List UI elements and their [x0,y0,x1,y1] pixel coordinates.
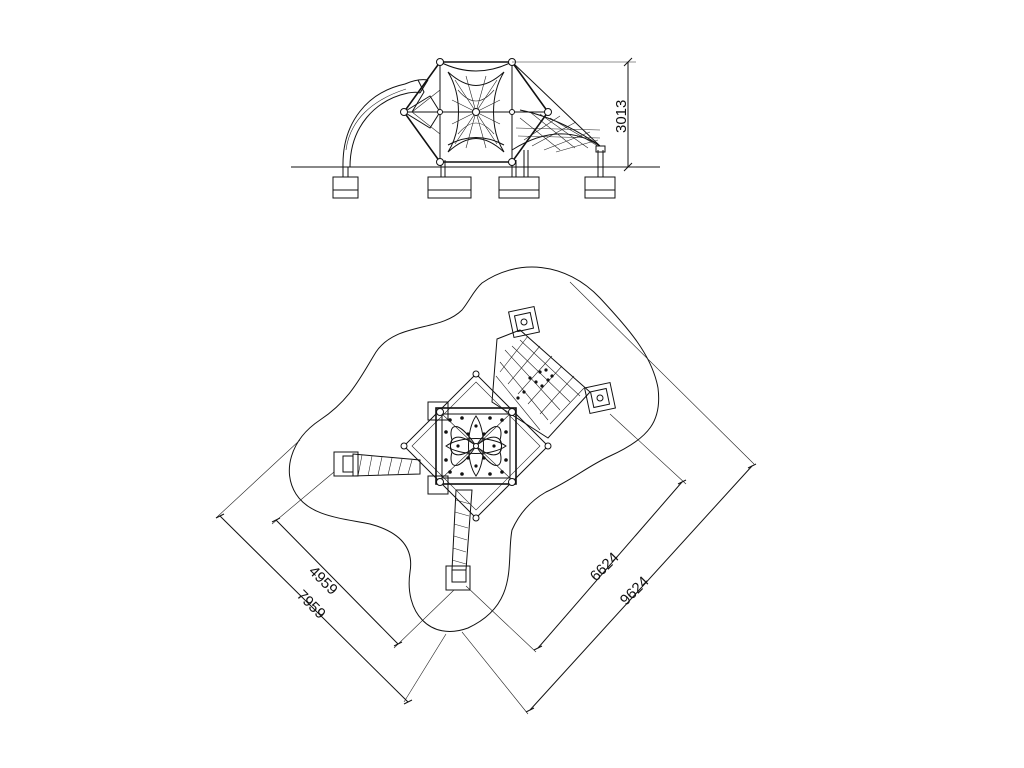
bottom-ladder [445,489,473,591]
climbing-frame [400,58,601,166]
height-dimension-label: 3013 [613,100,630,133]
dimension-9624: 9624 [617,573,653,609]
height-dimension: 3013 [512,57,636,172]
slide [342,79,429,168]
footings [332,145,616,199]
left-ladder [333,451,421,477]
elevation-view: 3013 [291,57,660,199]
safety-zone-outline [288,266,660,632]
dimension-6624: 6624 [587,549,623,585]
central-tower [400,370,552,522]
net-climber [491,305,617,439]
plan-dimensions: 4959 7959 6624 9624 [215,281,757,715]
plan-view: 4959 7959 6624 9624 [215,266,757,715]
